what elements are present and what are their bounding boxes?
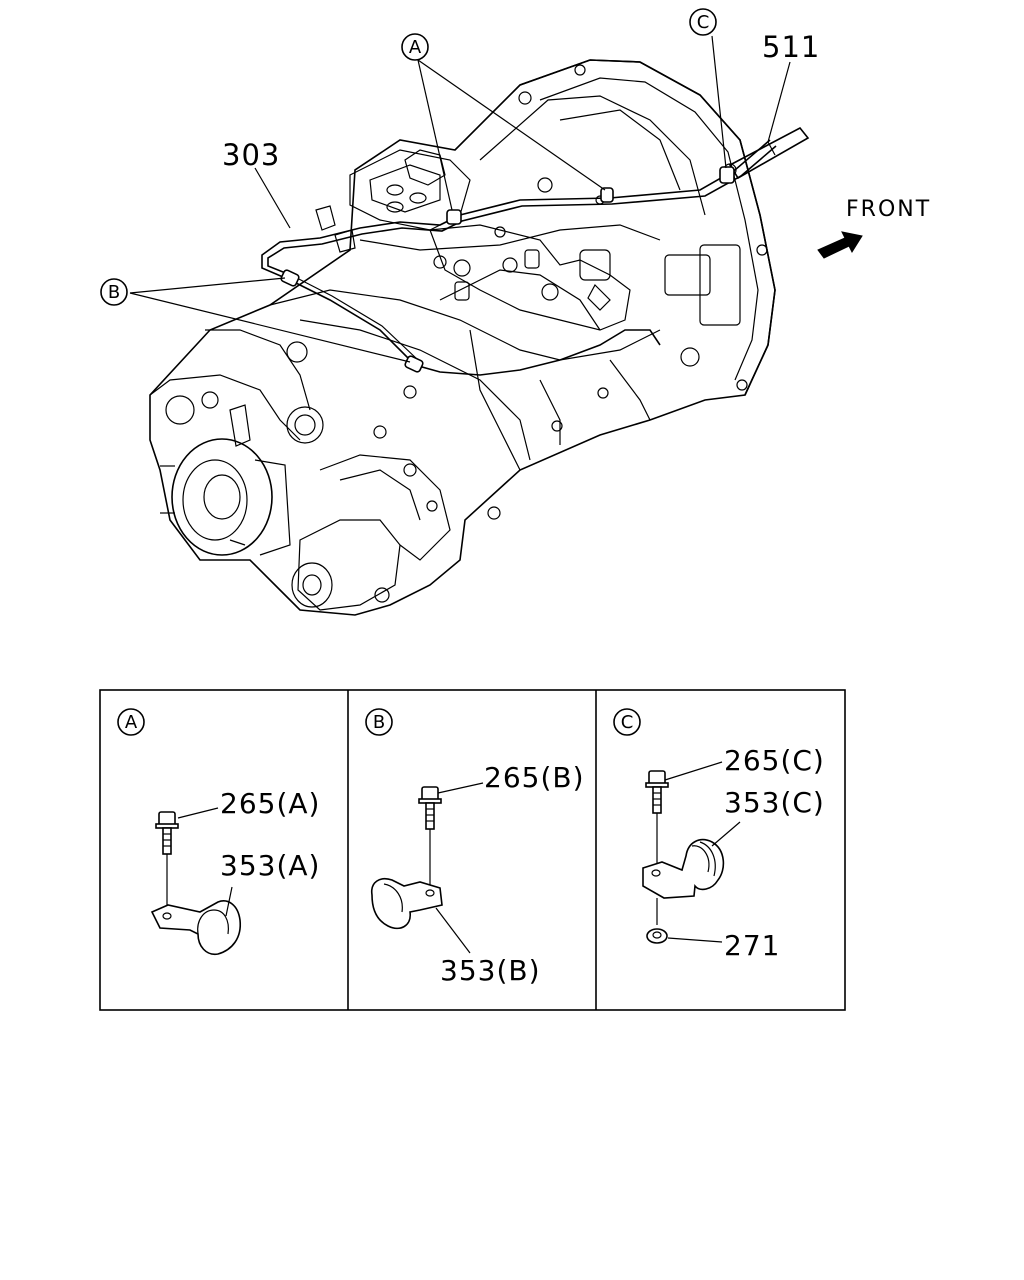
detail-panel-b: B 265(B) 353(B) <box>365 708 585 987</box>
clip-b-marker <box>280 269 424 373</box>
bolt-265-b <box>418 786 442 885</box>
detail-callout-c-letter: C <box>697 12 710 33</box>
detail-callout-b-letter: B <box>108 282 120 303</box>
part-label-353-a: 353(A) <box>220 849 320 882</box>
part-label-265-b: 265(B) <box>484 761 585 794</box>
bolt-265-c <box>645 770 669 865</box>
detail-callout-a-letter: A <box>409 37 422 58</box>
part-label-265-a: 265(A) <box>220 787 320 820</box>
detail-callout-a: A <box>401 33 429 61</box>
callout-leaders <box>129 35 791 363</box>
front-direction-label: FRONT <box>846 197 931 222</box>
clip-c-marker <box>719 166 735 184</box>
part-label-265-c: 265(C) <box>724 744 825 777</box>
clip-353-b <box>370 878 443 930</box>
detail-callout-b: B <box>100 278 128 306</box>
front-arrow-icon <box>817 231 863 259</box>
part-label-271: 271 <box>724 929 780 962</box>
bolt-265-a <box>155 811 179 910</box>
clip-353-a <box>150 900 242 956</box>
detail-panel-c: C 265(C) 353(C) 271 <box>613 708 825 962</box>
part-number-303: 303 <box>222 138 280 172</box>
nut-271 <box>646 928 668 944</box>
part-label-353-c: 353(C) <box>724 786 825 819</box>
panel-b-title: B <box>373 712 385 733</box>
clip-353-c <box>642 838 725 899</box>
panel-a-title: A <box>125 712 138 733</box>
clip-a-marker <box>446 187 614 225</box>
detail-panel-a: A 265(A) 353(A) <box>117 708 320 956</box>
panel-c-title: C <box>621 712 634 733</box>
part-label-353-b: 353(B) <box>440 954 541 987</box>
detail-callout-c: C <box>689 8 717 36</box>
detail-panels <box>99 689 846 1011</box>
part-number-511: 511 <box>762 30 820 64</box>
transmission-assembly-drawing <box>149 59 810 616</box>
